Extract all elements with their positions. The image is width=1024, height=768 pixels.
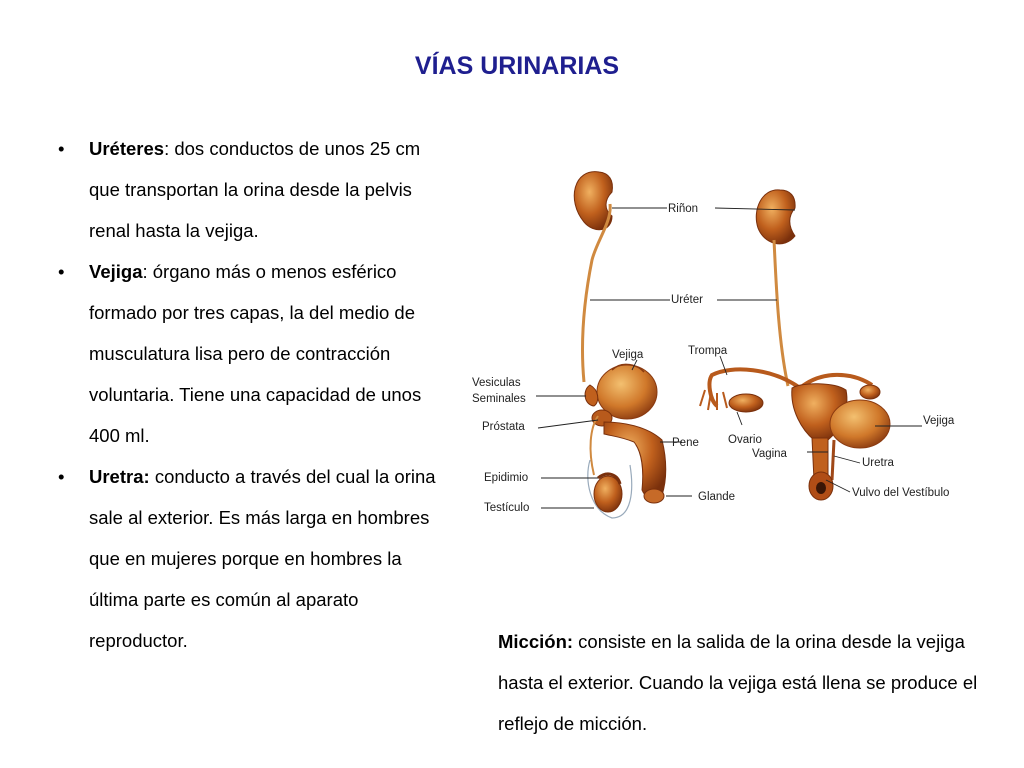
label-ovario: Ovario xyxy=(728,434,762,446)
bullet-dot: • xyxy=(58,138,65,159)
label-pene: Pene xyxy=(672,437,699,449)
epididymis xyxy=(597,472,622,485)
label-testiculo: Testículo xyxy=(484,502,529,514)
female-bladder xyxy=(829,399,891,449)
bullet-term: Uretra: xyxy=(89,466,150,487)
label-vulvo: Vulvo del Vestíbulo xyxy=(852,487,949,499)
bullet-text: conducto a través del cual la orina sale… xyxy=(89,466,436,651)
miccion-term: Micción: xyxy=(498,631,574,652)
miccion-paragraph: Micción: consiste en la salida de la ori… xyxy=(498,621,998,744)
glans xyxy=(643,488,665,504)
label-rinon: Riñon xyxy=(668,203,698,215)
label-seminales: Seminales xyxy=(472,393,526,405)
bullet-dot: • xyxy=(58,261,65,282)
label-prostata: Próstata xyxy=(482,421,525,433)
bullet-text: dos conductos de unos 25 cm que transpor… xyxy=(89,138,421,241)
label-uretra: Uretra xyxy=(862,457,895,469)
bullet-dot: • xyxy=(58,466,65,487)
ovary xyxy=(728,393,764,413)
label-vejiga-female: Vejiga xyxy=(923,415,955,427)
bullet-item-vejiga: • Vejiga: órgano más o menos esférico fo… xyxy=(58,251,438,456)
testicle xyxy=(593,475,623,513)
miccion-text: consiste en la salida de la orina desde … xyxy=(498,631,978,734)
bullet-item-uretra: • Uretra: conducto a través del cual la … xyxy=(58,456,438,661)
male-kidney xyxy=(573,171,613,231)
leader-lines xyxy=(536,207,922,509)
female-kidney xyxy=(755,189,796,245)
bullet-list: • Uréteres: dos conductos de unos 25 cm … xyxy=(58,128,438,661)
bullet-term: Uréteres xyxy=(89,138,165,159)
bullet-term: Vejiga xyxy=(89,261,143,282)
slide-title: VÍAS URINARIAS xyxy=(414,52,620,80)
urinary-system-diagram: Riñon Uréter Vejiga Trompa Vesiculas Sem… xyxy=(472,171,955,519)
fallopian-tube xyxy=(707,367,802,408)
bullet-item-ureteres: • Uréteres: dos conductos de unos 25 cm … xyxy=(58,128,438,251)
label-ureter: Uréter xyxy=(671,294,703,306)
female-ureter xyxy=(772,239,790,387)
label-vejiga-male: Vejiga xyxy=(612,349,644,361)
label-vesiculas: Vesiculas xyxy=(472,377,521,389)
male-ureter xyxy=(580,203,612,383)
label-trompa: Trompa xyxy=(688,345,728,357)
label-glande: Glande xyxy=(698,491,735,503)
label-vagina: Vagina xyxy=(752,448,788,460)
seminal-vesicles xyxy=(584,384,599,407)
label-epidimio: Epidimio xyxy=(484,472,528,484)
bullet-text: órgano más o menos esférico formado por … xyxy=(89,261,422,446)
